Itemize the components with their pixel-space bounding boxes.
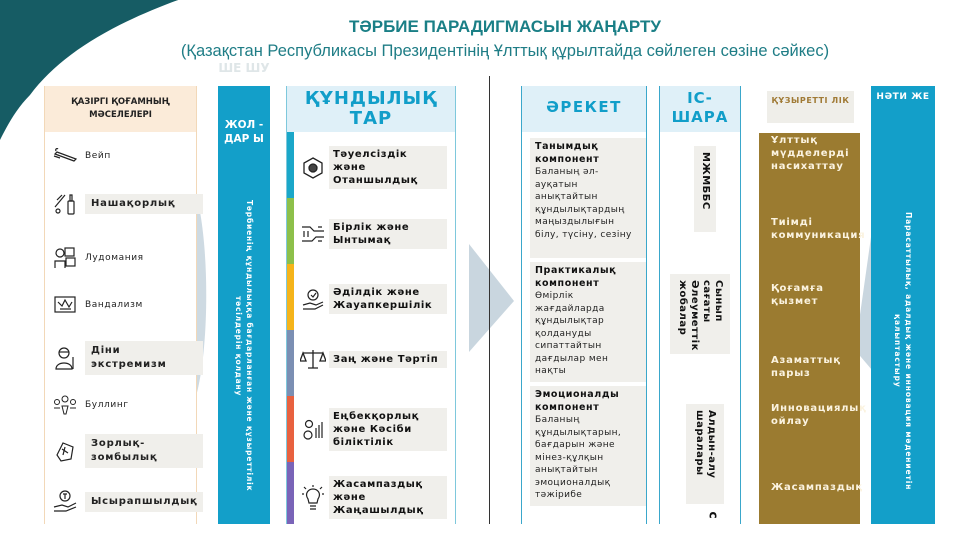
professional-icon <box>297 418 329 442</box>
page-subtitle: (Қазақстан Республикасы Президентінің Ұл… <box>180 42 830 60</box>
problem-label: Вандализм <box>85 300 143 310</box>
competence-item: Ұлттық мүдделерді насихаттау <box>771 135 850 172</box>
justice-hand-icon <box>297 287 329 311</box>
competence-header: ҚҰЗЫРЕТТІ ЛІК <box>767 91 854 123</box>
component-text: Баланың құндылықтарын, бағдарын және мін… <box>535 415 622 500</box>
action-column: ӘРЕКЕТ Танымдық компонент Баланың әл-ауқ… <box>521 86 647 524</box>
problem-item-bullying: Буллинг <box>45 394 220 416</box>
gambling-icon <box>45 246 85 270</box>
component-cognitive: Танымдық компонент Баланың әл-ауқатын ан… <box>530 138 646 258</box>
component-practical: Практикалық компонент Өмірлік жағдайлард… <box>530 262 646 382</box>
competence-item: Қоғамға қызмет <box>771 283 824 307</box>
problem-item-drugs: Нашақорлық <box>45 191 220 217</box>
event-label: Сынып сағаты Әлеуметтік жобалар <box>677 280 724 351</box>
action-header: ӘРЕКЕТ <box>522 86 646 132</box>
solutions-header: ЖОЛ - ДАР Ы <box>224 119 264 145</box>
component-text: Баланың әл-ауқатын анықтайтын құндылықта… <box>535 167 632 240</box>
value-stripe-2 <box>287 198 294 264</box>
problem-item-violence: Зорлық-зомбылық <box>45 434 220 468</box>
value-stripe-6 <box>287 462 294 524</box>
solutions-column: ЖОЛ - ДАР Ы Тәрбиенің құндылыққа бағдарл… <box>218 86 270 524</box>
event-label: Алдын-алу шаралары <box>694 410 717 479</box>
value-label: Әділдік және Жауапкершілік <box>329 284 447 314</box>
problem-label: Вейп <box>85 151 111 161</box>
values-column: ҚҰНДЫЛЫҚ ТАР Тәуелсіздік және Отаншылдық… <box>286 86 456 524</box>
lightbulb-icon <box>297 484 329 511</box>
value-label: Жасампаздық және Жаңашылдық <box>329 476 447 519</box>
competence-column: ҚҰЗЫРЕТТІ ЛІК Ұлттық мүдделерді насихатт… <box>759 86 867 524</box>
component-emotional: Эмоционалды компонент Баланың құндылықта… <box>530 386 646 506</box>
result-vertical-text: Парасаттылық, адалдық және инновация мәд… <box>893 211 913 491</box>
unity-hands-icon <box>297 223 329 245</box>
wastefulness-icon <box>45 489 85 515</box>
independence-icon <box>297 156 329 180</box>
result-header: НӘТИ ЖЕ <box>876 92 930 102</box>
event-item-class-hour: Сынып сағаты Әлеуметтік жобалар <box>670 274 730 354</box>
solutions-ghost-text: ШЕ ШУ <box>218 61 270 75</box>
competence-item: Инновациялық ойлау <box>771 403 867 427</box>
competence-header-wrap: ҚҰЗЫРЕТТІ ЛІК <box>759 86 860 133</box>
value-item-diligence: Еңбекқорлық және Кәсіби біліктілік <box>297 408 457 451</box>
extremism-icon <box>45 345 85 371</box>
problem-label: Лудомания <box>85 253 144 263</box>
problems-header: ҚАЗІРГІ ҚОҒАМНЫҢ МӘСЕЛЕЛЕРІ <box>45 86 196 132</box>
value-stripe-4 <box>287 330 294 396</box>
solutions-vertical-text: Тәрбиенің құндылыққа бағдарланған және қ… <box>234 200 254 492</box>
value-stripe-1 <box>287 132 294 198</box>
value-label: Тәуелсіздік және Отаншылдық <box>329 146 447 189</box>
solutions-vertical-text-wrap: Тәрбиенің құндылыққа бағдарланған және қ… <box>220 186 268 506</box>
value-stripe-5 <box>287 396 294 462</box>
result-vertical-text-wrap: Парасаттылық, адалдық және инновация мәд… <box>875 186 931 516</box>
result-column: НӘТИ ЖЕ Парасаттылық, адалдық және иннов… <box>871 86 935 524</box>
component-title: Эмоционалды компонент <box>535 389 620 413</box>
value-item-unity: Бірлік және Ынтымақ <box>297 219 457 249</box>
problem-label: Діни экстремизм <box>85 341 203 375</box>
problem-label: Буллинг <box>85 400 129 410</box>
component-title: Практикалық компонент <box>535 265 617 289</box>
problem-item-gambling: Лудомания <box>45 246 220 270</box>
problem-item-vandalism: Вандализм <box>45 294 220 316</box>
values-header: ҚҰНДЫЛЫҚ ТАР <box>287 86 455 132</box>
competence-item: Тиімді коммуникация <box>771 217 866 241</box>
problems-column: ҚАЗІРГІ ҚОҒАМНЫҢ МӘСЕЛЕЛЕРІ Вейп Нашақор… <box>44 86 203 524</box>
component-title: Танымдық компонент <box>535 141 600 165</box>
event-trailing-char: с <box>706 511 721 519</box>
bullying-icon <box>45 394 85 416</box>
events-header: ІС-ШАРА <box>660 86 740 132</box>
problem-label: Нашақорлық <box>85 194 203 214</box>
vape-icon <box>45 148 85 164</box>
event-label: МЖМББС <box>700 152 711 210</box>
events-column: ІС-ШАРА МЖМББС Сынып сағаты Әлеуметтік ж… <box>659 86 741 524</box>
problem-item-extremism: Діни экстремизм <box>45 341 220 375</box>
component-text: Өмірлік жағдайларда құндылықтар қолдануд… <box>535 291 609 376</box>
event-item-mzhmbbs: МЖМББС <box>694 146 716 232</box>
vertical-divider <box>489 76 490 524</box>
background-arrow-middle <box>469 244 514 352</box>
problem-item-wastefulness: Ысырапшылдық <box>45 489 220 515</box>
value-item-law: Заң және Тәртіп <box>297 348 457 370</box>
value-label: Заң және Тәртіп <box>329 350 447 368</box>
competence-item: Азаматтық парыз <box>771 355 841 379</box>
problem-label: Зорлық-зомбылық <box>85 434 203 468</box>
value-item-justice: Әділдік және Жауапкершілік <box>297 284 457 314</box>
value-stripe-3 <box>287 264 294 330</box>
problem-label: Ысырапшылдық <box>85 492 203 512</box>
value-label: Бірлік және Ынтымақ <box>329 219 447 249</box>
violence-icon <box>45 439 85 463</box>
drugs-icon <box>45 191 85 217</box>
vandalism-icon <box>45 294 85 316</box>
value-item-creativity: Жасампаздық және Жаңашылдық <box>297 476 457 519</box>
competence-item: Жасампаздық <box>771 482 864 493</box>
value-label: Еңбекқорлық және Кәсіби біліктілік <box>329 408 447 451</box>
event-item-prevention: Алдын-алу шаралары <box>686 404 724 504</box>
scales-icon <box>297 348 329 370</box>
value-item-independence: Тәуелсіздік және Отаншылдық <box>297 146 457 189</box>
problem-item-vape: Вейп <box>45 148 220 164</box>
page-title: ТӘРБИЕ ПАРАДИГМАСЫН ЖАҢАРТУ <box>349 17 661 36</box>
